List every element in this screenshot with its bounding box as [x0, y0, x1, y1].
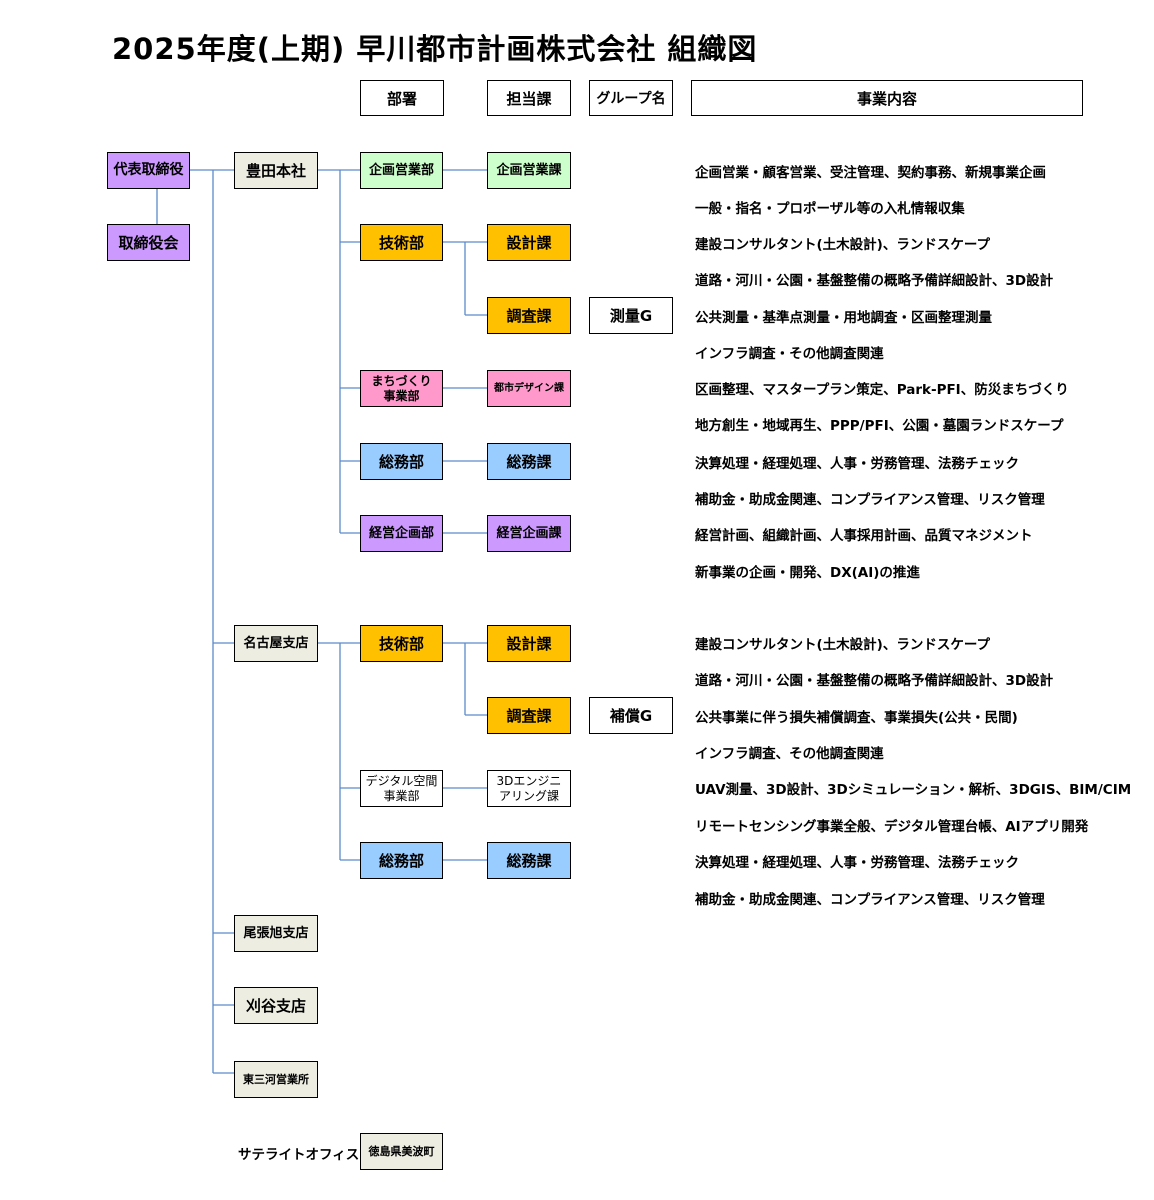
business-desc: 決算処理・経理処理、人事・労務管理、法務チェック	[695, 456, 1019, 472]
business-desc: 建設コンサルタント(土木設計)、ランドスケープ	[695, 237, 991, 253]
nagoya-digital-dept: デジタル空間 事業部	[360, 770, 443, 807]
business-desc: 補助金・助成金関連、コンプライアンス管理、リスク管理	[695, 892, 1045, 908]
business-desc: 公共測量・基準点測量・用地調査・区画整理測量	[695, 310, 992, 326]
header-group: グループ名	[589, 80, 673, 116]
toyota-town-dept: まちづくり 事業部	[360, 370, 443, 407]
business-desc: リモートセンシング事業全般、デジタル管理台帳、AIアプリ開発	[695, 819, 1089, 835]
header-department: 部署	[360, 80, 444, 116]
toyota-tech-dept: 技術部	[360, 224, 443, 261]
nagoya-survey-section: 調査課	[487, 697, 571, 734]
toyota-sales-dept: 企画営業部	[360, 152, 443, 189]
business-desc: 新事業の企画・開発、DX(AI)の推進	[695, 565, 920, 581]
board-box: 取締役会	[107, 224, 190, 261]
nagoya-eng-section-line1: 3Dエンジニ	[496, 774, 562, 789]
business-desc: インフラ調査、その他調査関連	[695, 746, 884, 762]
office-toyota: 豊田本社	[234, 152, 318, 189]
nagoya-tech-dept: 技術部	[360, 625, 443, 662]
nagoya-ga-section: 総務課	[487, 842, 571, 879]
business-desc: 道路・河川・公園・基盤整備の概略予備詳細設計、3D設計	[695, 273, 1054, 289]
business-desc: 地方創生・地域再生、PPP/PFI、公園・墓園ランドスケープ	[695, 418, 1064, 434]
office-owariasahi: 尾張旭支店	[234, 915, 318, 952]
toyota-town-dept-line1: まちづくり	[371, 374, 432, 389]
business-desc: 経営計画、組織計画、人事採用計画、品質マネジメント	[695, 528, 1033, 544]
nagoya-ga-dept: 総務部	[360, 842, 443, 879]
toyota-ga-dept: 総務部	[360, 443, 443, 480]
nagoya-digital-dept-line2: 事業部	[383, 788, 420, 803]
toyota-ga-section: 総務課	[487, 443, 571, 480]
toyota-mgmt-dept: 経営企画部	[360, 515, 443, 552]
nagoya-eng-section-line2: アリング課	[498, 788, 559, 803]
satellite-office-label: サテライトオフィス	[238, 1147, 360, 1163]
nagoya-comp-group: 補償G	[589, 697, 673, 734]
business-desc: 道路・河川・公園・基盤整備の概略予備詳細設計、3D設計	[695, 673, 1054, 689]
business-desc: UAV測量、3D設計、3Dシミュレーション・解析、3DGIS、BIM/CIM	[695, 782, 1132, 798]
business-desc: 企画営業・顧客営業、受注管理、契約事務、新規事業企画	[695, 165, 1046, 181]
toyota-design-section: 設計課	[487, 224, 571, 261]
office-satellite: 徳島県美波町	[360, 1133, 443, 1170]
business-desc: 区画整理、マスタープラン策定、Park-PFI、防災まちづくり	[695, 382, 1069, 398]
nagoya-digital-dept-line1: デジタル空間	[365, 774, 438, 789]
header-business: 事業内容	[691, 80, 1083, 116]
business-desc: 一般・指名・プロポーザル等の入札情報収集	[695, 201, 965, 217]
toyota-mgmt-section: 経営企画課	[487, 515, 571, 552]
toyota-survey-section: 調査課	[487, 297, 571, 334]
nagoya-eng-section: 3Dエンジニ アリング課	[487, 770, 571, 807]
page-title: 2025年度(上期) 早川都市計画株式会社 組織図	[112, 32, 758, 66]
business-desc: 補助金・助成金関連、コンプライアンス管理、リスク管理	[695, 492, 1045, 508]
toyota-town-dept-line2: 事業部	[383, 388, 420, 403]
header-section: 担当課	[487, 80, 571, 116]
office-higashimikawa: 東三河営業所	[234, 1061, 318, 1098]
office-nagoya: 名古屋支店	[234, 625, 318, 662]
office-kariya: 刈谷支店	[234, 987, 318, 1024]
toyota-survey-group: 測量G	[589, 297, 673, 334]
business-desc: インフラ調査・その他調査関連	[695, 346, 884, 362]
toyota-town-section: 都市デザイン課	[487, 370, 571, 407]
toyota-sales-section: 企画営業課	[487, 152, 571, 189]
business-desc: 建設コンサルタント(土木設計)、ランドスケープ	[695, 637, 991, 653]
business-desc: 決算処理・経理処理、人事・労務管理、法務チェック	[695, 855, 1019, 871]
nagoya-design-section: 設計課	[487, 625, 571, 662]
business-desc: 公共事業に伴う損失補償調査、事業損失(公共・民間)	[695, 710, 1018, 726]
president-box: 代表取締役	[107, 152, 190, 189]
